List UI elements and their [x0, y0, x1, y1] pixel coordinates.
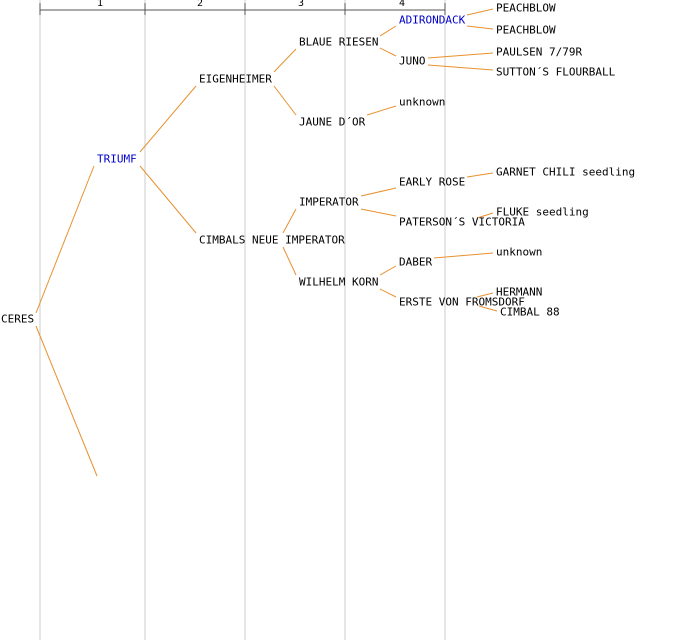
tree-node-erste-von-fromsdorf[interactable]: ERSTE VON FROMSDORF	[399, 295, 525, 309]
pedigree-edge-eigenheimer-jaune-dor	[273, 85, 297, 116]
tree-node-hermann[interactable]: HERMANN	[496, 285, 543, 299]
tree-node-patersons-victoria[interactable]: PATERSON´S VICTORIA	[399, 215, 525, 229]
tree-node-peachblow-1[interactable]: PEACHBLOW	[496, 1, 556, 15]
tree-node-garnet-chili-seedling[interactable]: GARNET CHILI seedling	[496, 165, 636, 179]
tree-node-triumf[interactable]: TRIUMF	[97, 152, 137, 166]
pedigree-edge-eigenheimer-blaue-riesen	[273, 48, 297, 73]
generation-label-3: 3	[297, 0, 305, 9]
pedigree-edge-cimbals-neue-imperator-wilhelm-korn	[282, 246, 297, 276]
generation-label-4: 4	[398, 0, 406, 9]
tree-node-paulsen-7-79r[interactable]: PAULSEN 7/79R	[496, 45, 583, 59]
pedigree-edge-patersons-victoria-fluke-seedling	[476, 212, 494, 219]
tree-node-adirondack[interactable]: ADIRONDACK	[399, 13, 466, 27]
pedigree-edge-triumf-eigenheimer	[139, 85, 197, 153]
pedigree-edge-triumf-cimbals-neue-imperator	[139, 165, 197, 234]
pedigree-edge-blaue-riesen-juno	[379, 47, 397, 57]
tree-node-unknown-2[interactable]: unknown	[496, 245, 543, 259]
pedigree-edge-blaue-riesen-adirondack	[379, 25, 397, 37]
tree-node-imperator[interactable]: IMPERATOR	[299, 195, 359, 209]
pedigree-edge-ceres-triumf	[35, 165, 95, 314]
pedigree-edge-juno-paulsen-7-79r	[427, 52, 494, 59]
tree-node-juno[interactable]: JUNO	[399, 54, 426, 68]
pedigree-edge-imperator-early-rose	[360, 187, 397, 197]
pedigree-edge-wilhelm-korn-daber	[379, 265, 397, 276]
pedigree-edge-daber-unknown-2	[433, 252, 494, 259]
pedigree-edge-ceres-unknown-parent	[35, 325, 98, 477]
pedigree-edge-early-rose-garnet-chili-seedling	[466, 172, 494, 178]
pedigree-edge-jaune-dor-unknown-1	[366, 105, 397, 116]
pedigree-edge-adirondack-peachblow-1	[466, 8, 494, 16]
tree-node-eigenheimer[interactable]: EIGENHEIMER	[199, 72, 272, 86]
tree-node-jaune-dor[interactable]: JAUNE D´OR	[299, 115, 366, 129]
pedigree-edge-imperator-patersons-victoria	[360, 208, 397, 217]
tree-node-early-rose[interactable]: EARLY ROSE	[399, 175, 466, 189]
pedigree-edge-erste-von-fromsdorf-hermann	[476, 292, 494, 298]
tree-node-unknown-1[interactable]: unknown	[399, 95, 446, 109]
tree-node-wilhelm-korn[interactable]: WILHELM KORN	[299, 275, 379, 289]
pedigree-edge-erste-von-fromsdorf-cimbal-88	[478, 305, 498, 312]
pedigree-edge-juno-suttons-flourball	[427, 64, 494, 71]
pedigree-edge-wilhelm-korn-erste-von-fromsdorf	[379, 288, 397, 298]
tree-node-daber[interactable]: DABER	[399, 255, 433, 269]
tree-node-ceres[interactable]: CERES	[1, 312, 35, 326]
tree-node-suttons-flourball[interactable]: SUTTON´S FLOURBALL	[496, 65, 616, 79]
generation-label-1: 1	[96, 0, 104, 9]
tree-node-peachblow-2[interactable]: PEACHBLOW	[496, 23, 556, 37]
tree-node-cimbal-88[interactable]: CIMBAL 88	[500, 305, 560, 319]
tree-node-fluke-seedling[interactable]: FLUKE seedling	[496, 205, 589, 219]
tree-node-blaue-riesen[interactable]: BLAUE RIESEN	[299, 35, 379, 49]
pedigree-edge-cimbals-neue-imperator-imperator	[282, 208, 297, 234]
pedigree-edge-adirondack-peachblow-2	[466, 25, 494, 30]
tree-node-cimbals-neue-imperator[interactable]: CIMBALS NEUE IMPERATOR	[199, 233, 345, 247]
generation-label-2: 2	[196, 0, 204, 9]
